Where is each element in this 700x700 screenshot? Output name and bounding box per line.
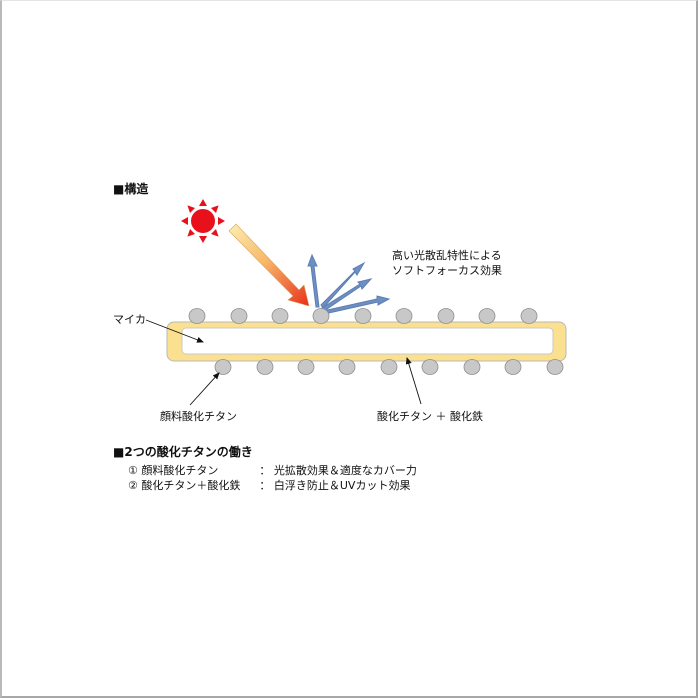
scatter-arrow-2 xyxy=(320,261,366,309)
function-item-2: ② 酸化チタン＋酸化鉄 ： 白浮き防止＆UVカット効果 xyxy=(128,478,417,493)
tio2-feo-leader-arrow xyxy=(405,357,422,405)
functions-heading: ■2つの酸化チタンの働き xyxy=(113,445,253,459)
scattered-light-arrows xyxy=(307,253,391,315)
scatter-arrow-4 xyxy=(322,295,391,315)
bottom-particles xyxy=(214,359,564,375)
function-separator: ： xyxy=(259,479,271,492)
mica-leader-arrow xyxy=(145,319,204,343)
function-item-1: ① 顔料酸化チタン ： 光拡散効果＆適度なカバー力 xyxy=(128,463,417,478)
pigment-tio2-leader-arrow xyxy=(189,372,220,406)
function-name: 顔料酸化チタン xyxy=(141,464,219,477)
mica-label: マイカ xyxy=(113,313,146,326)
functions-list: ① 顔料酸化チタン ： 光拡散効果＆適度なカバー力 ② 酸化チタン＋酸化鉄 ： 白浮… xyxy=(128,463,417,493)
scatter-arrow-3 xyxy=(321,278,373,312)
top-particles xyxy=(188,308,538,324)
function-effect: 光拡散効果＆適度なカバー力 xyxy=(273,464,417,477)
scatter-caption-line1: 高い光散乱特性による xyxy=(392,249,502,262)
pigment-tio2-label: 顔料酸化チタン xyxy=(160,410,237,423)
function-separator: ： xyxy=(259,464,271,477)
structure-heading: ■構造 xyxy=(113,182,149,196)
function-marker: ② xyxy=(128,479,138,492)
tio2-feo-label: 酸化チタン ＋ 酸化鉄 xyxy=(377,410,483,423)
function-name: 酸化チタン＋酸化鉄 xyxy=(141,479,241,492)
function-marker: ① xyxy=(128,464,138,477)
mica-plate xyxy=(166,321,567,362)
scatter-arrow-1 xyxy=(307,253,320,308)
function-effect: 白浮き防止＆UVカット効果 xyxy=(273,479,411,492)
sun-icon xyxy=(181,199,225,243)
scatter-caption-line2: ソフトフォーカス効果 xyxy=(392,264,502,277)
incoming-light-arrow xyxy=(228,223,310,307)
